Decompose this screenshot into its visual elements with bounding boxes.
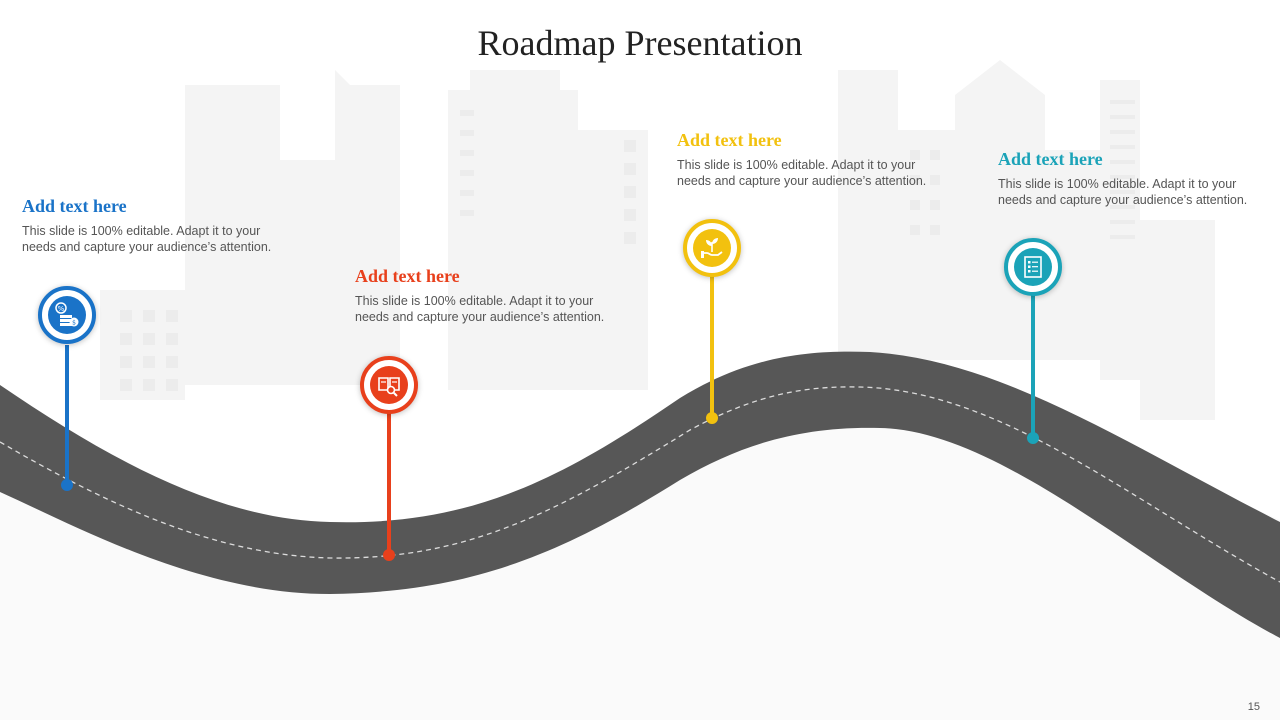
pin-marker [360,356,418,414]
pin-stem [65,345,69,485]
page-number: 15 [1248,701,1260,713]
research-book-icon [377,373,401,397]
pin-badge [693,229,731,267]
milestone-3-heading: Add text here [677,130,952,151]
milestone-2-text: Add text here This slide is 100% editabl… [355,266,630,325]
milestone-1-body: This slide is 100% editable. Adapt it to… [22,223,297,255]
pin-dot [706,412,718,424]
pin-marker: % $ [38,286,96,344]
milestone-4-body: This slide is 100% editable. Adapt it to… [998,176,1273,208]
coins-percent-icon: % $ [54,302,80,328]
svg-text:$: $ [72,320,76,327]
pin-dot [383,549,395,561]
page-title: Roadmap Presentation [0,22,1280,64]
pin-marker [683,219,741,277]
milestone-2-body: This slide is 100% editable. Adapt it to… [355,293,630,325]
pin-dot [1027,432,1039,444]
milestone-3-body: This slide is 100% editable. Adapt it to… [677,157,952,189]
milestone-1-text: Add text here This slide is 100% editabl… [22,196,297,255]
pin-marker [1004,238,1062,296]
milestone-4-text: Add text here This slide is 100% editabl… [998,149,1273,208]
pin-stem [387,412,391,555]
pin-stem [710,275,714,418]
milestone-1-heading: Add text here [22,196,297,217]
pin-badge [370,366,408,404]
plant-hand-icon [700,236,724,260]
svg-text:%: % [58,305,65,313]
pin-badge: % $ [48,296,86,334]
milestone-4-heading: Add text here [998,149,1273,170]
pin-badge [1014,248,1052,286]
pin-dot [61,479,73,491]
pin-stem [1031,294,1035,438]
milestone-3-text: Add text here This slide is 100% editabl… [677,130,952,189]
milestone-2-heading: Add text here [355,266,630,287]
checklist-icon [1022,255,1044,279]
